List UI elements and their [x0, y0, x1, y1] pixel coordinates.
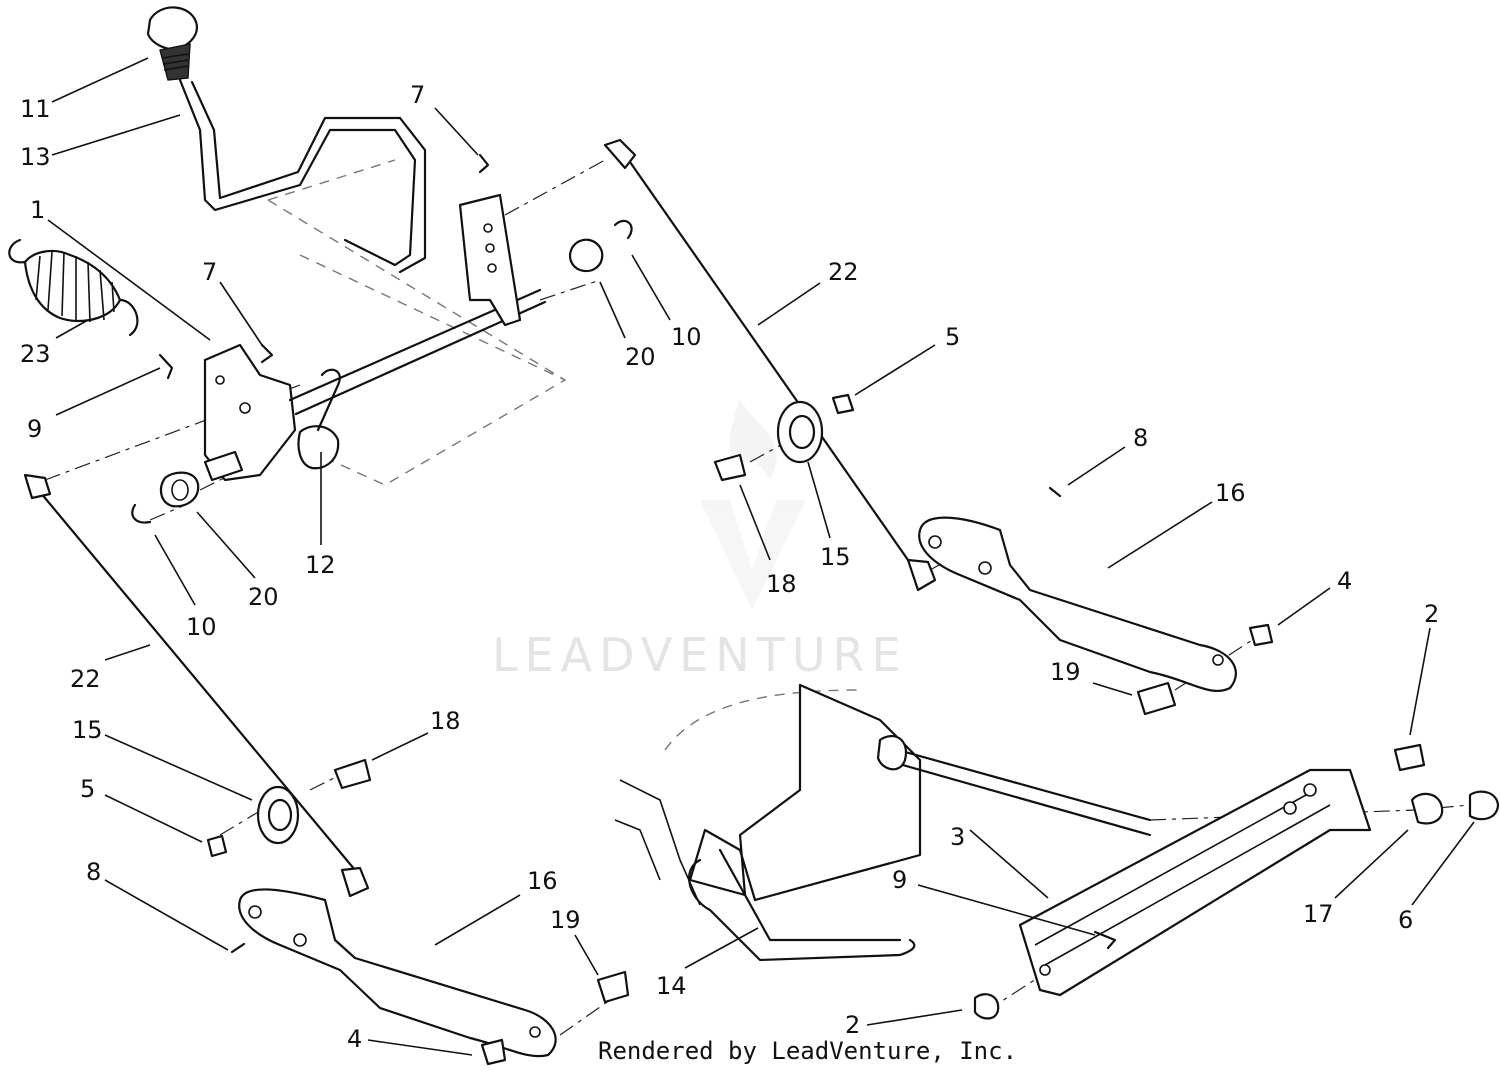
- callout-10-left: 10: [186, 613, 217, 641]
- callout-20-left: 20: [248, 583, 279, 611]
- callout-1: 1: [30, 196, 45, 224]
- callout-5-left: 5: [80, 775, 95, 803]
- callout-15-right: 15: [820, 543, 851, 571]
- callout-19-right: 19: [1050, 658, 1081, 686]
- leader-lines: [47, 57, 1475, 1056]
- lift-arm-left: [238, 888, 630, 1066]
- adjustment-plate: [973, 743, 1500, 1020]
- footer-credit: Rendered by LeadVenture, Inc.: [598, 1037, 1017, 1065]
- small-hardware-top: [478, 153, 633, 273]
- callout-4-right: 4: [1337, 567, 1352, 595]
- callout-7-left: 7: [202, 258, 217, 286]
- deck-frame-assembly: [614, 683, 1152, 962]
- lift-arm-right: [918, 516, 1274, 716]
- callout-15-left: 15: [72, 716, 103, 744]
- callout-6: 6: [1398, 906, 1413, 934]
- callout-23: 23: [20, 340, 51, 368]
- callout-7-top: 7: [410, 81, 425, 109]
- callout-14: 14: [656, 972, 687, 1000]
- callout-13: 13: [20, 143, 51, 171]
- callout-16-right: 16: [1215, 479, 1246, 507]
- bearing-assembly-left: [206, 758, 372, 858]
- callout-9-left: 9: [27, 415, 42, 443]
- callout-22-left: 22: [70, 665, 101, 693]
- callout-18-right: 18: [766, 570, 797, 598]
- callout-5-right: 5: [945, 323, 960, 351]
- callout-22-right: 22: [828, 258, 859, 286]
- callout-9-right: 9: [892, 866, 907, 894]
- callout-16-left: 16: [527, 867, 558, 895]
- callout-8-left: 8: [86, 858, 101, 886]
- small-hardware-left: [131, 343, 341, 524]
- pins: [230, 486, 1062, 954]
- bearing-assembly-right: [713, 393, 855, 482]
- callout-8-right: 8: [1133, 424, 1148, 452]
- callout-2-bottom: 2: [845, 1011, 860, 1039]
- callout-18-left: 18: [430, 707, 461, 735]
- spring: [8, 238, 139, 337]
- callout-20-top: 20: [625, 343, 656, 371]
- callout-10-top: 10: [671, 323, 702, 351]
- callout-17: 17: [1303, 900, 1334, 928]
- callout-19-left: 19: [550, 906, 581, 934]
- knob: [146, 6, 198, 81]
- callout-2-top: 2: [1424, 600, 1439, 628]
- callout-12: 12: [305, 551, 336, 579]
- callout-labels: 11 13 7 1 23 7 9 20 10 22 5 8 16 12 20 1…: [20, 81, 1439, 1053]
- watermark-text: LEADVENTURE: [492, 628, 908, 682]
- callout-11: 11: [20, 95, 51, 123]
- pivot-bracket: [203, 193, 547, 482]
- callout-3: 3: [950, 823, 965, 851]
- callout-4-left: 4: [347, 1025, 362, 1053]
- shift-lever: [178, 78, 427, 274]
